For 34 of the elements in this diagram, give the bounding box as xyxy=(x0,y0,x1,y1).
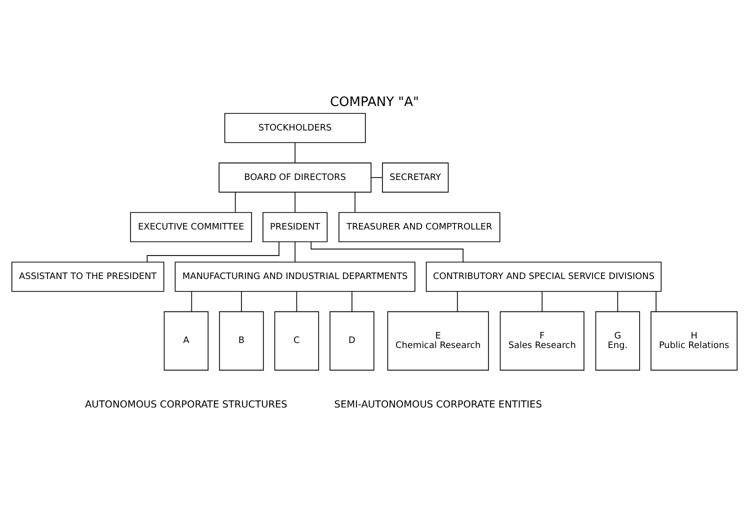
connector xyxy=(294,142,296,164)
node-box: STOCKHOLDERS xyxy=(224,112,366,144)
connector xyxy=(146,242,280,262)
connector xyxy=(294,242,296,262)
connector xyxy=(241,291,242,312)
connector xyxy=(310,242,464,262)
node-box: EXECUTIVE COMMITTEE xyxy=(130,212,252,242)
label: SEMI-AUTONOMOUS CORPORATE ENTITIES xyxy=(334,400,542,411)
node-box: H Public Relations xyxy=(650,311,738,371)
node-box: PRESIDENT xyxy=(262,212,328,242)
node-box: B xyxy=(219,311,264,371)
connector xyxy=(456,291,458,312)
connector xyxy=(234,192,236,213)
connector xyxy=(191,291,192,312)
node-box: CONTRIBUTORY AND SPECIAL SERVICE DIVISIONS xyxy=(426,262,662,292)
connector xyxy=(370,177,383,178)
connector xyxy=(542,291,543,312)
connector xyxy=(294,192,296,213)
node-box: G Eng. xyxy=(595,311,640,371)
node-box: BOARD OF DIRECTORS xyxy=(218,162,372,193)
node-box: C xyxy=(274,311,320,371)
diagram-title: COMPANY "A" xyxy=(330,94,420,110)
connector xyxy=(296,291,298,312)
connector xyxy=(354,192,356,213)
node-box: D xyxy=(330,311,374,371)
label: AUTONOMOUS CORPORATE STRUCTURES xyxy=(85,400,288,411)
node-box: F Sales Research xyxy=(500,311,584,371)
node-box: E Chemical Research xyxy=(387,311,489,371)
node-box: MANUFACTURING AND INDUSTRIAL DEPARTMENTS xyxy=(174,262,416,292)
node-box: ASSISTANT TO THE PRESIDENT xyxy=(11,262,164,292)
node-box: A xyxy=(164,311,209,371)
node-box: SECRETARY xyxy=(382,162,449,193)
connector xyxy=(617,291,618,312)
node-box: TREASURER AND COMPTROLLER xyxy=(338,212,500,242)
